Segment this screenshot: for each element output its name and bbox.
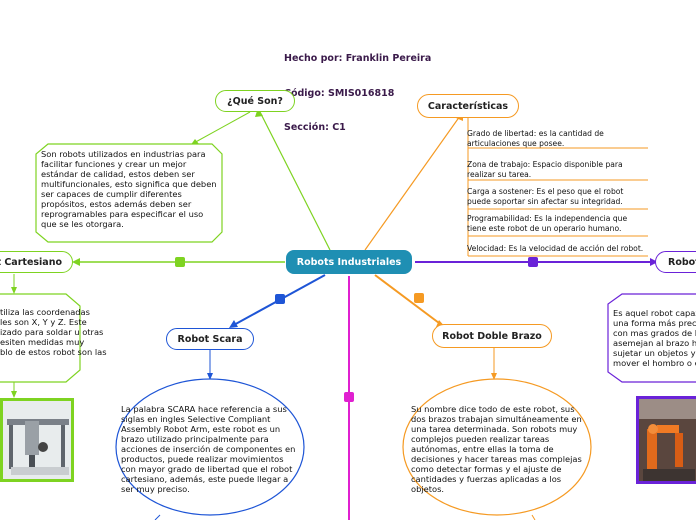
que-son-text: Son robots utilizados en industrias para… [41, 149, 217, 229]
topic-caracteristicas[interactable]: Características [417, 94, 519, 118]
connector-node-scara [275, 294, 285, 304]
doble-brazo-text: Su nombre dice todo de este robot, sus d… [411, 404, 582, 494]
feature-item: Carga a sostener: Es el peso que el robo… [467, 187, 624, 206]
bubble-scara [115, 378, 305, 516]
author-section: Sección: C1 [284, 122, 346, 133]
topic-scara-label: Robot Scara [177, 333, 243, 345]
topic-robot-doble-brazo[interactable]: Robot Doble Brazo [432, 324, 552, 348]
topic-robot-right-label: Robot [668, 256, 696, 268]
connector-doble-brazo [374, 274, 444, 327]
scara-text: La palabra SCARA hace referencia a sus s… [121, 404, 296, 494]
feature-item: Grado de libertad: es la cantidad de art… [467, 129, 604, 148]
topic-doble-brazo-label: Robot Doble Brazo [442, 330, 542, 342]
feature-item: Zona de trabajo: Espacio disponible para… [467, 160, 623, 179]
industrial-robot-image [636, 396, 696, 484]
topic-que-son[interactable]: ¿Qué Son? [215, 90, 295, 112]
bubble-doble-brazo [402, 378, 592, 516]
cartesian-robot-illustration [3, 401, 71, 479]
feature-item: Velocidad: Es la velocidad de acción del… [467, 244, 644, 253]
author-name: Hecho por: Franklin Pereira [284, 53, 432, 64]
topic-cartesiano-label: t Cartesiano [0, 256, 62, 268]
central-topic-label: Robots Industriales [296, 256, 402, 268]
connector-que-son [259, 111, 331, 251]
author-code: Código: SMIS016818 [284, 87, 395, 99]
robot-right-text: Es aquel robot capaz una forma más preci… [613, 308, 696, 368]
cartesiano-text: tiliza las coordenadas les son X, Y y Z.… [0, 307, 107, 357]
connector-node-cartesiano [175, 257, 185, 267]
connector-caracteristicas [364, 115, 461, 251]
connector-node-doble-brazo [414, 293, 424, 303]
author-info: Hecho por: Franklin Pereira Código: SMIS… [284, 30, 431, 145]
central-topic[interactable]: Robots Industriales [286, 250, 412, 274]
feature-item: Programabilidad: Es la independencia que… [467, 214, 628, 233]
cartesian-robot-image [0, 398, 74, 482]
bubble-cartesiano [0, 293, 81, 383]
topic-robot-right[interactable]: Robot [655, 251, 696, 273]
bubble-robot-right [607, 293, 696, 383]
connector-que-son-text [191, 111, 251, 145]
topic-caracteristicas-label: Características [427, 100, 509, 112]
connector-node-down [344, 392, 354, 402]
topic-que-son-label: ¿Qué Son? [227, 95, 283, 107]
connector-node-robot-right [528, 257, 538, 267]
industrial-robot-illustration [639, 399, 696, 481]
topic-robot-cartesiano[interactable]: t Cartesiano [0, 251, 73, 273]
topic-robot-scara[interactable]: Robot Scara [166, 328, 254, 350]
bubble-que-son [35, 143, 223, 243]
